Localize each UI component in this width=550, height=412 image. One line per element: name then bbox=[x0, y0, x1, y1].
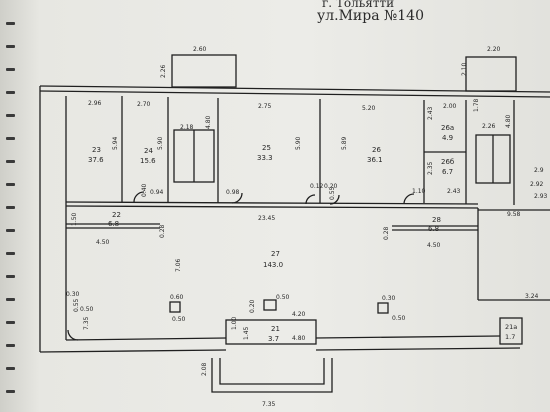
dim-0-50d: 0.50 bbox=[392, 315, 406, 322]
dim-7-35b: 7.35 bbox=[262, 401, 276, 408]
dim-2-93: 2.93 bbox=[534, 193, 548, 200]
dim-2-75: 2.75 bbox=[258, 103, 272, 110]
dim-4-50a: 4.50 bbox=[96, 239, 110, 246]
dim-2-96: 2.96 bbox=[88, 100, 102, 107]
room-25-number: 25 bbox=[262, 144, 271, 152]
room-23-area: 37.6 bbox=[88, 156, 104, 164]
room-21a-number: 21a bbox=[505, 323, 517, 331]
room-26a-area: 4.9 bbox=[442, 134, 453, 142]
room-21a-area: 1.7 bbox=[505, 333, 515, 341]
dim-3-24: 3.24 bbox=[525, 293, 539, 300]
walls bbox=[39, 54, 550, 393]
room-23-number: 23 bbox=[92, 146, 101, 154]
dim-0-20b: 0.20 bbox=[249, 299, 256, 313]
dim-2-00: 2.00 bbox=[443, 103, 457, 110]
dim-4-80c: 4.80 bbox=[292, 335, 306, 342]
dim-2-18: 2.18 bbox=[180, 124, 194, 131]
dim-2-20: 2.20 bbox=[487, 46, 501, 53]
dim-2-35: 2.35 bbox=[427, 161, 434, 175]
dim-0-94: 0.94 bbox=[150, 189, 164, 196]
room-22-area: 6.8 bbox=[108, 220, 119, 228]
dim-2-60: 2.60 bbox=[193, 46, 207, 53]
dim-7-35a: 7.35 bbox=[83, 316, 90, 330]
room-26-number: 26 bbox=[372, 146, 381, 154]
dim-0-50c: 0.50 bbox=[276, 294, 290, 301]
room-28-number: 28 bbox=[432, 216, 441, 224]
room-labels: 23 37.6 24 15.6 25 33.3 26 36.1 26a 4.9 … bbox=[88, 124, 517, 343]
room-22-number: 22 bbox=[112, 211, 121, 219]
dim-5-89: 5.89 bbox=[341, 136, 348, 150]
dim-0-60: 0.60 bbox=[170, 294, 184, 301]
dim-0-55a: 0.55 bbox=[329, 186, 336, 200]
dim-0-28b: 0.28 bbox=[383, 226, 390, 240]
dim-0-40: 0.40 bbox=[141, 183, 148, 197]
room-21-area: 3.7 bbox=[268, 335, 279, 343]
room-28-area: 6.8 bbox=[428, 225, 439, 233]
dim-0-98: 0.98 bbox=[226, 189, 240, 196]
dim-2-10: 2.10 bbox=[461, 62, 468, 76]
dim-7-06: 7.06 bbox=[175, 258, 182, 272]
dim-5-94: 5.94 bbox=[112, 136, 119, 150]
dim-0-50b: 0.50 bbox=[172, 316, 186, 323]
room-27-area: 143.0 bbox=[263, 261, 283, 269]
dim-4-80a: 4.80 bbox=[205, 115, 212, 129]
dim-2-26: 2.26 bbox=[160, 64, 167, 78]
dim-1-78: 1.78 bbox=[473, 98, 480, 112]
dim-4-20: 4.20 bbox=[292, 311, 306, 318]
dim-4-80b: 4.80 bbox=[505, 114, 512, 128]
room-27-number: 27 bbox=[271, 250, 280, 258]
dim-2-70: 2.70 bbox=[137, 101, 151, 108]
dim-0-20: 0.20 bbox=[324, 183, 338, 190]
dim-0-30a: 0.30 bbox=[66, 291, 80, 298]
room-26b-number: 26б bbox=[441, 158, 454, 166]
dim-23-45: 23.45 bbox=[258, 215, 275, 222]
dim-1-00: 1.00 bbox=[231, 316, 238, 330]
dim-0-55b: 0.55 bbox=[73, 298, 80, 312]
room-24-area: 15.6 bbox=[140, 157, 156, 165]
room-26-area: 36.1 bbox=[367, 156, 383, 164]
dim-2-43b: 2.43 bbox=[447, 188, 461, 195]
dim-1-10: 1.10 bbox=[412, 188, 426, 195]
dim-2-92: 2.92 bbox=[530, 181, 544, 188]
header-street: ул.Мира №140 bbox=[317, 8, 424, 24]
dim-4-50b: 4.50 bbox=[427, 242, 441, 249]
dim-2-9: 2.9 bbox=[534, 167, 544, 174]
dim-5-90b: 5.90 bbox=[295, 136, 302, 150]
dim-2-08: 2.08 bbox=[201, 362, 208, 376]
dim-9-58: 9.58 bbox=[507, 211, 521, 218]
dim-1-50: 1.50 bbox=[71, 212, 78, 226]
room-26b-area: 6.7 bbox=[442, 168, 453, 176]
room-24-number: 24 bbox=[144, 147, 153, 155]
header-city: г. Тольятти bbox=[322, 0, 395, 10]
room-21-number: 21 bbox=[271, 325, 280, 333]
dim-0-12: 0.12 bbox=[310, 183, 324, 190]
room-26a-number: 26a bbox=[441, 124, 454, 132]
dim-0-50a: 0.50 bbox=[80, 306, 94, 313]
dimension-labels: 2.60 2.20 2.26 2.10 2.96 2.70 2.75 5.20 … bbox=[66, 46, 548, 408]
dim-2-26b: 2.26 bbox=[482, 123, 496, 130]
dim-0-28a: 0.28 bbox=[159, 224, 166, 238]
dim-2-43a: 2.43 bbox=[427, 106, 434, 120]
dim-1-45: 1.45 bbox=[243, 326, 250, 340]
dim-5-90a: 5.90 bbox=[157, 136, 164, 150]
dim-5-20: 5.20 bbox=[362, 105, 376, 112]
room-25-area: 33.3 bbox=[257, 154, 273, 162]
dim-0-30b: 0.30 bbox=[382, 295, 396, 302]
